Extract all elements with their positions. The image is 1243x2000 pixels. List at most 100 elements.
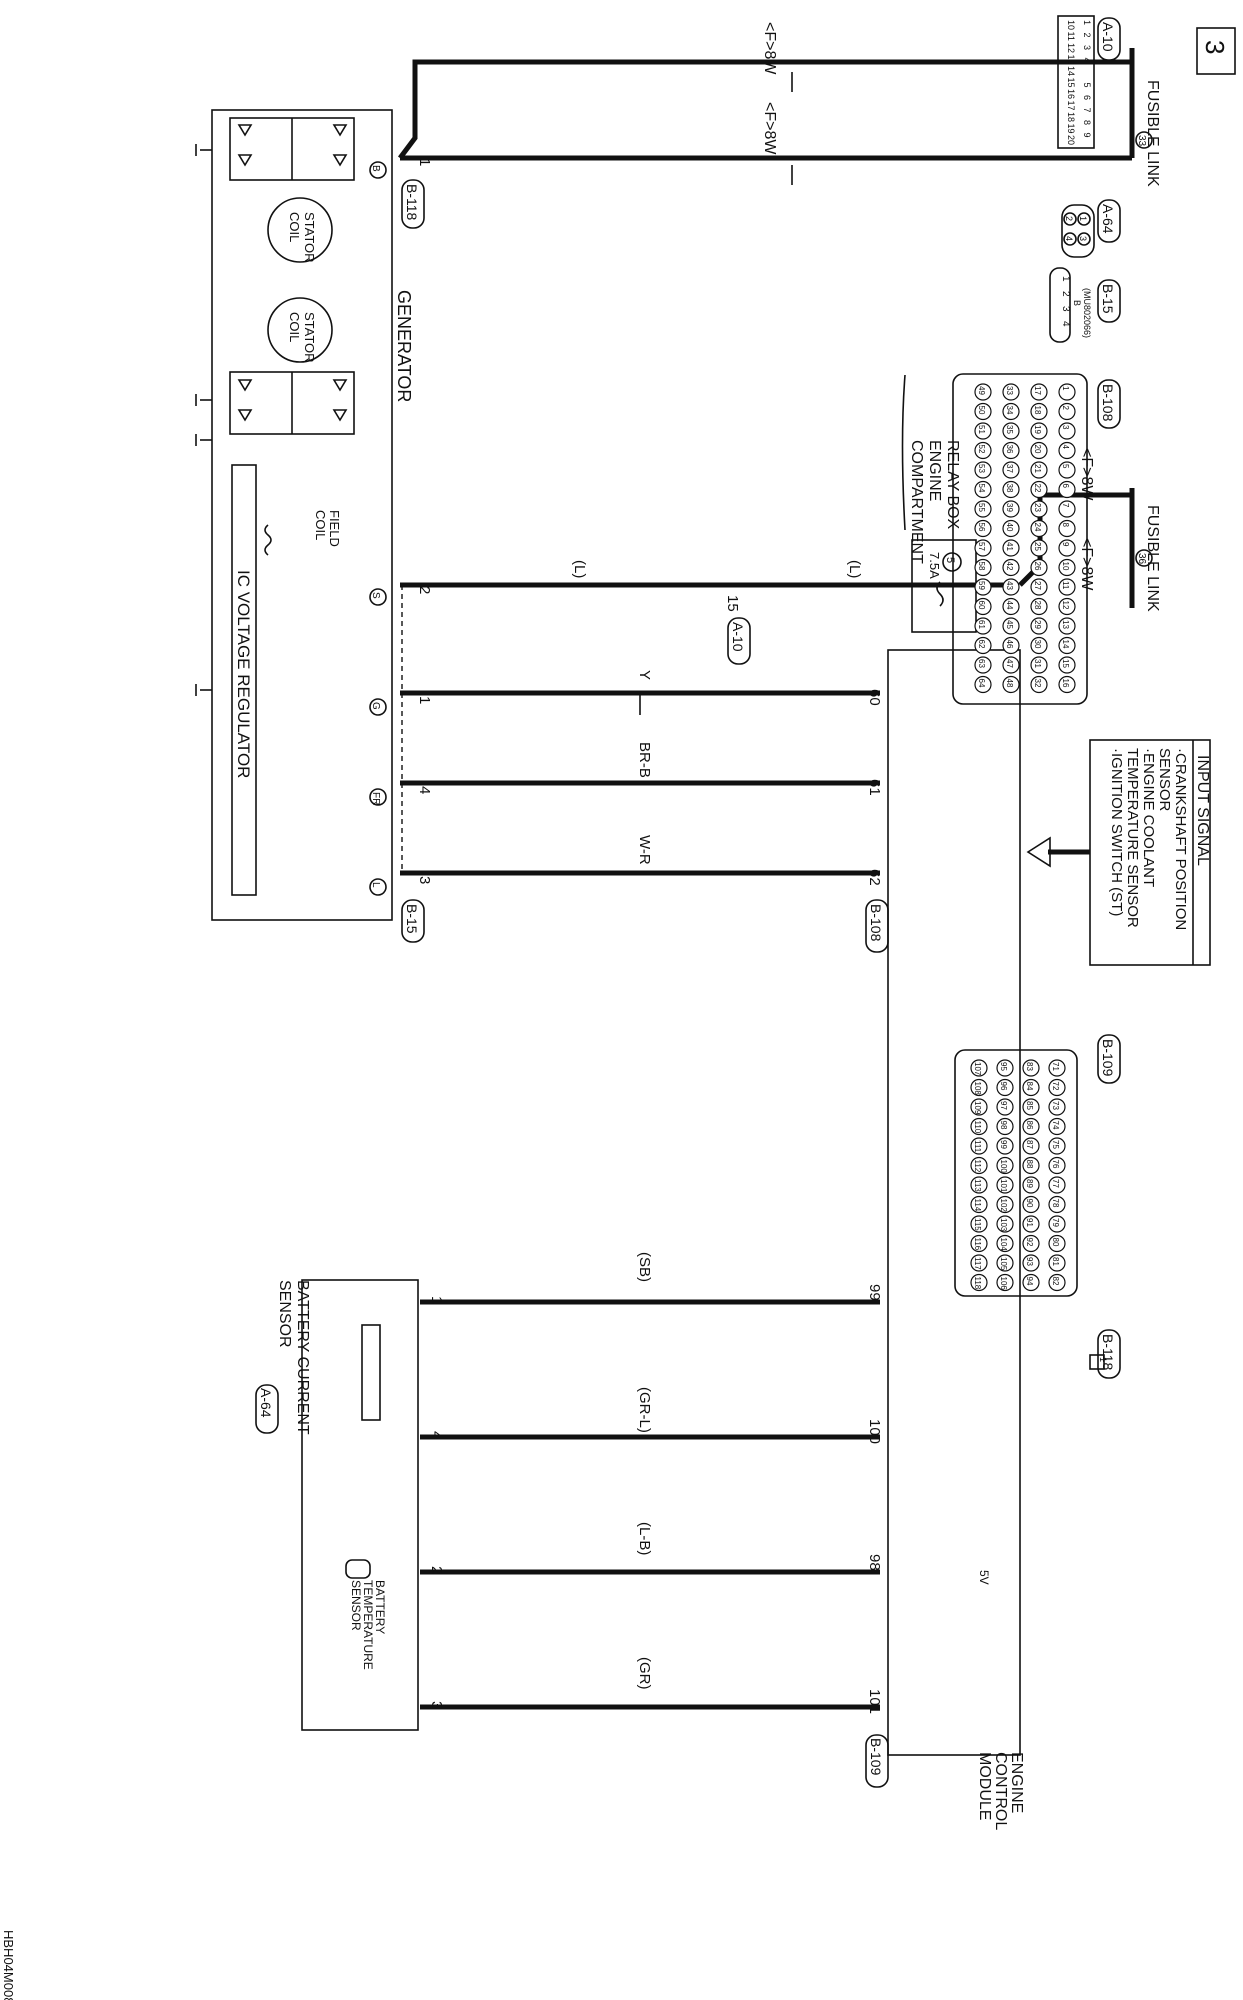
- connector-b109-pin: 85: [1025, 1101, 1034, 1110]
- wire-label-l-1: (L): [571, 560, 588, 578]
- connector-b118-face: [1089, 1354, 1105, 1370]
- connector-b109-pin-circle: [996, 1059, 1014, 1077]
- connector-b108-pin: 10: [1061, 562, 1070, 571]
- connector-b108-pin-circle: [1058, 656, 1076, 674]
- diode-7: [332, 409, 348, 422]
- connector-b109-pin-circle: [1022, 1234, 1040, 1253]
- connector-a10-pin: 2: [1082, 33, 1092, 38]
- connector-b108-pin: 64: [977, 679, 986, 688]
- connector-b108-face: [952, 373, 1088, 705]
- connector-b108-pin: 24: [1033, 523, 1042, 532]
- connector-b15-part: (MU802066): [1082, 288, 1092, 338]
- connector-b108-pin-circle: [1002, 402, 1020, 421]
- connector-b108-pin-circle: [974, 617, 992, 635]
- connector-b108-pin: 6: [1061, 484, 1070, 489]
- gen-terminal-b: B: [370, 165, 381, 172]
- ic-regulator-box: [231, 464, 257, 896]
- connector-b108-tag: [865, 899, 889, 953]
- connector-b109-pin-circle: [1022, 1098, 1040, 1116]
- connector-b108-pin: 32: [1033, 679, 1042, 688]
- connector-b108-face-label: B-108: [1100, 384, 1116, 422]
- connector-b108-pin: 28: [1033, 601, 1042, 610]
- connector-b108-pin-circle: [1002, 617, 1020, 635]
- connector-b108-pin: 3: [1061, 425, 1070, 430]
- connector-b108-pin-circle: [1058, 441, 1076, 460]
- connector-a10-pin: 20: [1066, 135, 1076, 145]
- connector-b109-pin-circle: [1022, 1117, 1040, 1136]
- connector-b109-pin: 112: [973, 1160, 982, 1173]
- fusible-link-33-circle: [1135, 131, 1153, 149]
- relay-box-paren-left: [901, 374, 906, 531]
- connector-b108-pin: 44: [1005, 601, 1014, 610]
- connector-b108-pin: 29: [1033, 620, 1042, 629]
- connector-b108-pin: 46: [1005, 640, 1014, 649]
- connector-b109-pin-circle: [970, 1078, 988, 1097]
- connector-b15-face: [1049, 267, 1071, 343]
- connector-b109-pin-circle: [970, 1059, 988, 1077]
- connector-a10-pin: 1: [1082, 20, 1092, 25]
- connector-b108-pin: 52: [977, 445, 986, 454]
- gen-terminal-fr: FR: [370, 792, 381, 805]
- ecm-pin-upper-2: 62: [866, 869, 883, 886]
- connector-b108-pin: 20: [1033, 445, 1042, 454]
- connector-b109-pin: 80: [1051, 1238, 1060, 1247]
- connector-b109-pin: 110: [973, 1121, 982, 1134]
- connector-b109-pin: 97: [999, 1101, 1008, 1110]
- connector-b108-pin-circle: [1058, 597, 1076, 616]
- connector-b108-pin-circle: [1030, 461, 1048, 479]
- connector-b108-pin: 23: [1033, 503, 1042, 512]
- connector-b108-pin: 26: [1033, 562, 1042, 571]
- connector-b109-pin: 104: [999, 1238, 1008, 1252]
- connector-b109-pin-circle: [1048, 1234, 1066, 1253]
- ecm-pin-upper-0: 60: [866, 689, 883, 706]
- connector-a10-pin: 11: [1066, 32, 1076, 41]
- connector-b109-pin-circle: [1048, 1176, 1066, 1194]
- wire-label-f8w-1: <F>8W: [761, 22, 778, 75]
- connector-b108-pin-circle: [1002, 675, 1020, 694]
- connector-b108-pin-circle: [1030, 480, 1048, 499]
- figure-code: HBH04M008C: [1, 1930, 16, 2000]
- connector-b109-pin: 118: [973, 1277, 982, 1290]
- generator-box: [211, 109, 393, 921]
- connector-b108-pin: 1: [1061, 386, 1070, 391]
- connector-b109-pin: 87: [1025, 1140, 1034, 1149]
- connector-a10-face: [1057, 15, 1095, 149]
- connector-b108-pin: 14: [1061, 640, 1070, 649]
- ecm-label-2: CONTROL: [992, 1752, 1009, 1830]
- connector-b108-pin: 13: [1061, 620, 1070, 629]
- connector-b108-pin: 53: [977, 464, 986, 473]
- gen-terminal-g: G: [370, 702, 381, 710]
- connector-b108-pin-circle: [1002, 597, 1020, 616]
- input-signal-item: TEMPERATURE SENSOR: [1124, 748, 1141, 928]
- connector-b109-tag-label: B-109: [868, 1738, 884, 1776]
- connector-a10-pin: 16: [1066, 89, 1076, 99]
- connector-a64-pin-circle: [1077, 232, 1091, 246]
- connector-b108-pin-circle: [974, 539, 992, 557]
- connector-b109-pin: 73: [1051, 1101, 1060, 1110]
- connector-b108-pin-circle: [1058, 402, 1076, 421]
- connector-b108-pin: 7: [1061, 503, 1070, 508]
- connector-b109-pin: 109: [973, 1101, 982, 1115]
- connector-b108-pin: 2: [1061, 406, 1070, 411]
- connector-b108-pin-circle: [974, 500, 992, 518]
- connector-b109-pin-circle: [996, 1273, 1014, 1292]
- connector-b109-face-label: B-109: [1100, 1039, 1116, 1077]
- connector-b108-pin-circle: [1058, 422, 1076, 440]
- connector-b108-pin-circle: [1058, 480, 1076, 499]
- connector-b108-pin-circle: [974, 519, 992, 538]
- battery-temp-sensor-element: [345, 1559, 371, 1579]
- diode-3: [332, 154, 348, 167]
- wire-gr-l-label: (GR-L): [636, 1387, 653, 1433]
- wire-gr-l-ecm-pin: 100: [866, 1419, 883, 1444]
- connector-b109-pin: 107: [973, 1062, 982, 1076]
- connector-a10-pin: 4: [1082, 58, 1092, 63]
- connector-b109-pin: 82: [1051, 1277, 1060, 1286]
- connector-b108-pin-circle: [1058, 519, 1076, 538]
- gen-terminal-g-circle: [369, 698, 387, 716]
- connector-b109-pin-circle: [996, 1117, 1014, 1136]
- input-signal-item: ·ENGINE COOLANT: [1140, 748, 1157, 887]
- fusible-link-36-num: 36: [1136, 553, 1147, 565]
- connector-b109-pin-circle: [1048, 1137, 1066, 1155]
- connector-b109-pin-circle: [970, 1098, 988, 1116]
- connector-b109-pin-circle: [1048, 1117, 1066, 1136]
